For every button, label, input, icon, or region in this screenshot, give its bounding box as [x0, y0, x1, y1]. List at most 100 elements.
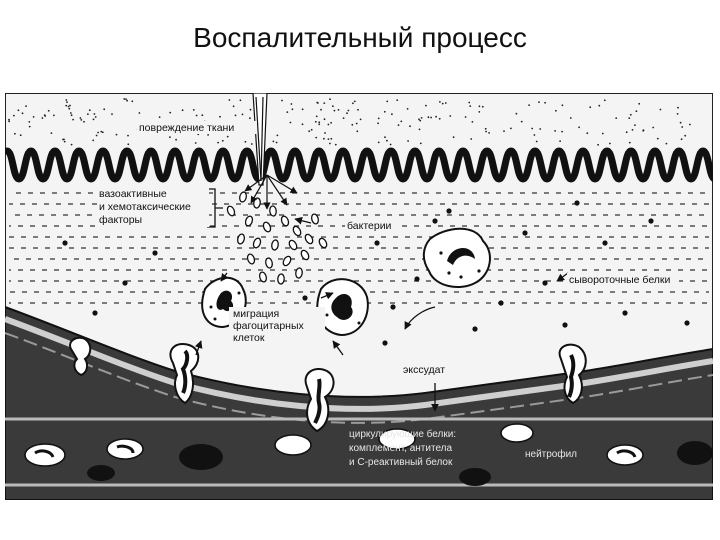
- tissue-dot: [484, 127, 487, 130]
- bacterium: [269, 205, 277, 217]
- tissue-dot: [47, 109, 50, 112]
- tissue-dot: [87, 113, 89, 115]
- tissue-dot: [533, 134, 536, 136]
- tissue-dot: [323, 102, 326, 104]
- tissue-dot: [609, 142, 611, 145]
- tissue-dot: [503, 130, 505, 132]
- tissue-dot: [418, 128, 421, 131]
- tissue-dot: [241, 113, 244, 116]
- tissue-dot: [603, 99, 606, 102]
- tissue-dot: [634, 124, 636, 126]
- tissue-dot: [578, 126, 580, 129]
- tissue-dot: [554, 130, 556, 132]
- tissue-dot: [83, 120, 85, 123]
- bacterium: [282, 255, 292, 267]
- tissue-dot: [272, 140, 275, 143]
- tissue-dot: [561, 130, 563, 133]
- tissue-dot: [63, 140, 66, 143]
- tissue-dot: [14, 132, 16, 135]
- tissue-dot: [515, 112, 518, 115]
- tissue-dot: [301, 108, 304, 111]
- bacterium: [280, 215, 290, 227]
- tissue-dot: [359, 118, 362, 121]
- tissue-dot: [194, 142, 197, 144]
- extravasating-cell-1: [169, 343, 200, 405]
- label-vasoactive-1: вазоактивные: [99, 188, 167, 200]
- tissue-dot: [386, 139, 388, 142]
- tissue-dot: [79, 117, 82, 119]
- tissue-dot: [488, 132, 490, 134]
- bacterium: [288, 239, 298, 251]
- tissue-dot: [598, 104, 601, 107]
- tissue-dot: [597, 143, 599, 146]
- red-blood-cell: [677, 441, 713, 465]
- tissue-dot: [286, 111, 289, 113]
- tissue-dot: [357, 108, 359, 111]
- tissue-dot: [281, 99, 283, 102]
- label-migration-1: миграция: [233, 308, 279, 320]
- tissue-dot: [631, 129, 634, 131]
- tissue-dot: [629, 113, 632, 116]
- tissue-dot: [396, 99, 399, 101]
- label-neutrophil: нейтрофил: [525, 448, 577, 460]
- tissue-dot: [125, 98, 127, 100]
- tissue-dot: [324, 132, 326, 134]
- tissue-dot: [103, 108, 106, 111]
- tissue-dot: [95, 134, 98, 137]
- tissue-dot: [317, 102, 319, 104]
- tissue-dot: [397, 124, 400, 126]
- bacterium: [271, 239, 279, 251]
- tissue-dot: [92, 118, 95, 121]
- tissue-dot: [538, 101, 540, 103]
- bacterium: [258, 271, 268, 283]
- tissue-dot: [13, 114, 15, 117]
- bacterium: [246, 253, 256, 265]
- tissue-dot: [586, 132, 589, 135]
- tissue-dot: [677, 106, 679, 109]
- tissue-dot: [353, 100, 356, 103]
- tissue-dot: [320, 108, 322, 111]
- label-vessel-2: комплемент, антитела: [349, 443, 453, 454]
- tissue-dot: [435, 115, 437, 118]
- tissue-dot: [25, 105, 27, 107]
- protein-dot: [648, 218, 654, 224]
- tissue-dot: [32, 116, 35, 118]
- protein-dot: [390, 304, 396, 310]
- tissue-dot: [123, 98, 126, 100]
- tissue-dot: [555, 109, 557, 112]
- tissue-dot: [330, 137, 333, 140]
- needle: [252, 93, 268, 186]
- tissue-dot: [334, 143, 337, 146]
- tissue-dot: [323, 118, 326, 121]
- tissue-dot: [377, 122, 379, 125]
- tissue-dot: [28, 125, 31, 128]
- tissue-dot: [333, 109, 336, 112]
- tissue-dot: [665, 142, 668, 145]
- factors-bracket: [207, 188, 223, 228]
- tissue-dot: [471, 121, 474, 123]
- red-blood-cell: [459, 468, 491, 486]
- tissue-dot: [175, 138, 178, 141]
- tissue-dot: [69, 112, 72, 114]
- tissue-dot: [65, 104, 68, 107]
- protein-dot: [602, 240, 608, 246]
- tissue-dot: [681, 126, 684, 128]
- bacterium: [236, 233, 246, 245]
- tissue-dot: [470, 138, 473, 140]
- label-exudate: экссудат: [403, 364, 445, 376]
- tissue-dot: [656, 137, 659, 140]
- tissue-dot: [43, 114, 46, 117]
- tissue-dot: [330, 121, 332, 124]
- tissue-dot: [430, 116, 432, 119]
- tissue-dot: [301, 123, 304, 126]
- tissue-dot: [138, 112, 141, 114]
- bacterium: [239, 191, 247, 203]
- tissue-dot: [684, 134, 687, 137]
- tissue-dot: [520, 120, 523, 123]
- tissue-dot: [356, 130, 359, 133]
- tissue-dot: [192, 109, 195, 111]
- red-blood-cells: [87, 441, 713, 486]
- tissue-dot: [469, 105, 472, 107]
- tissue-dot: [126, 99, 128, 102]
- slide-title: Воспалительный процесс: [193, 22, 527, 53]
